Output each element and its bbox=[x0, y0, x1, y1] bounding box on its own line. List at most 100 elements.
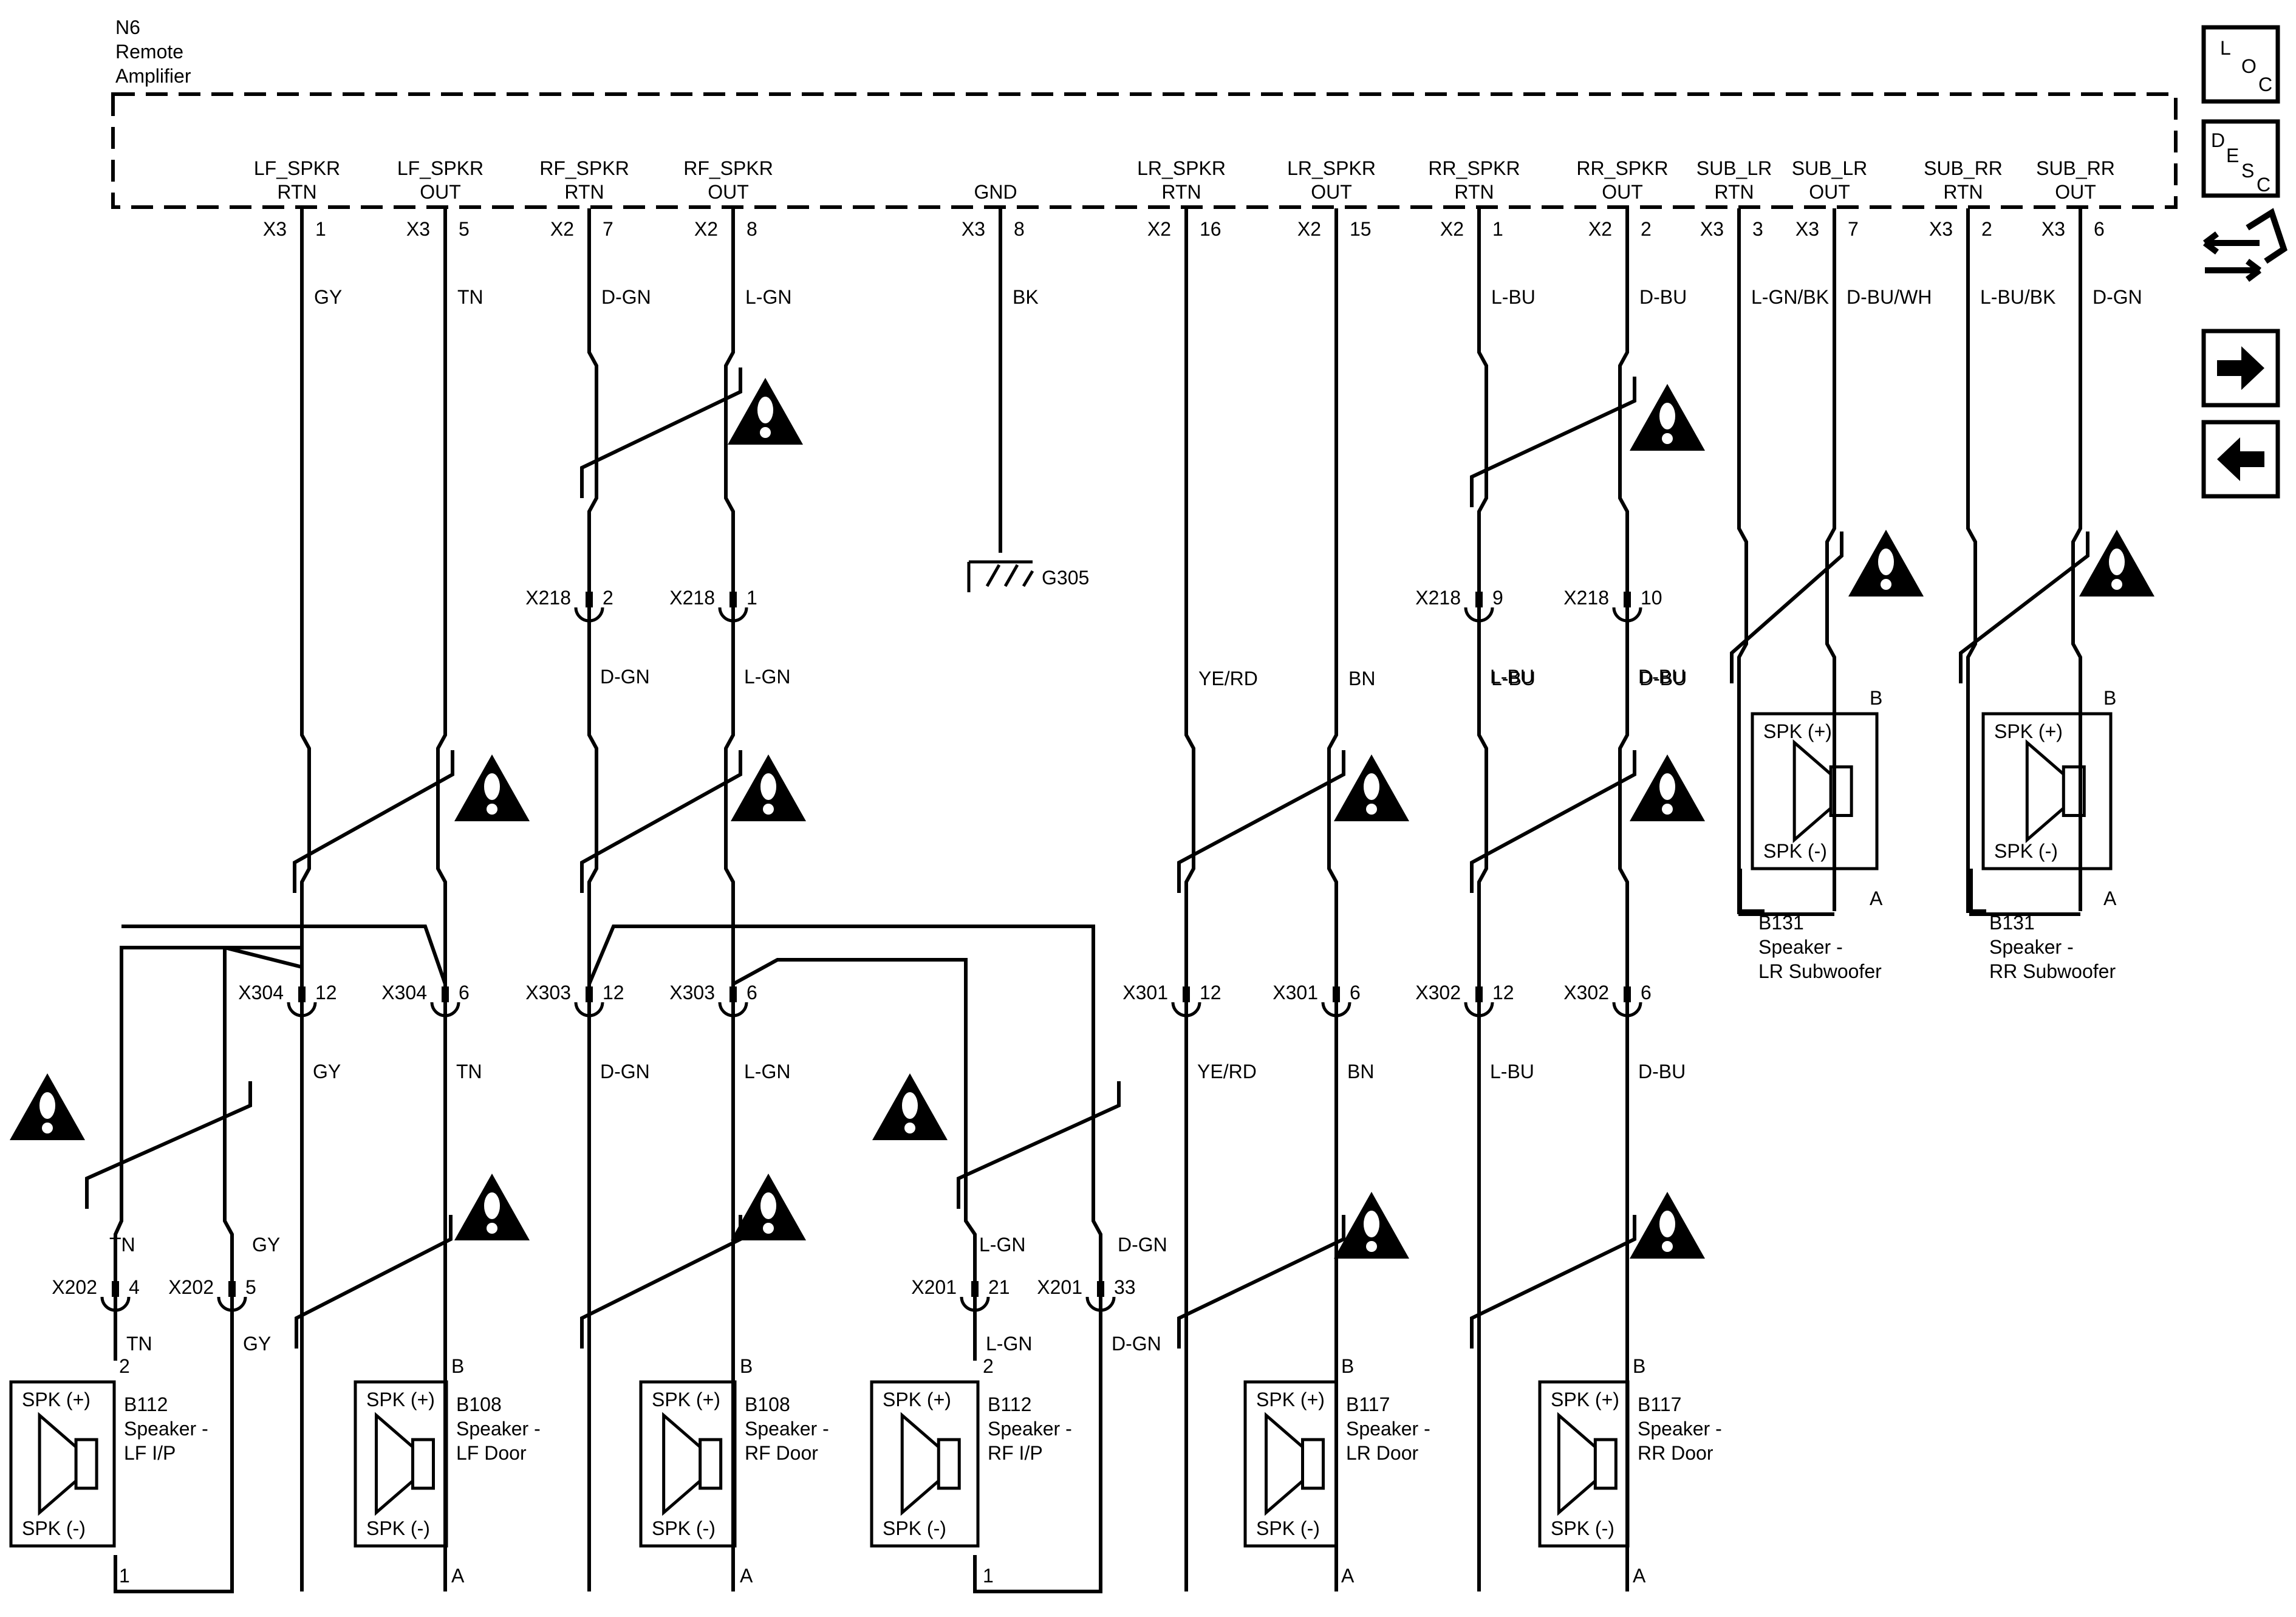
speaker-plus-label-7: SPK (+) bbox=[1994, 720, 2063, 742]
speaker-desc1-6: Speaker - bbox=[1758, 936, 1843, 958]
loc-letter-l: L bbox=[2220, 37, 2231, 59]
connector-pin-number-10: 12 bbox=[1492, 982, 1514, 1003]
wire-color-top-8: D-BU bbox=[1639, 286, 1687, 308]
speaker-id-1: B108 bbox=[456, 1393, 502, 1415]
speaker-desc2-2: RF Door bbox=[745, 1442, 818, 1464]
pin-function-sub-3: OUT bbox=[708, 181, 749, 203]
arrow-left-icon bbox=[2217, 437, 2264, 481]
speaker-box-2 bbox=[639, 1380, 737, 1548]
pin-connector-5: X2 bbox=[1147, 218, 1171, 240]
speaker-plus-label-0: SPK (+) bbox=[22, 1389, 91, 1410]
speaker-box-1 bbox=[354, 1380, 448, 1548]
connector-pin-14 bbox=[971, 1281, 979, 1297]
speaker-icon bbox=[38, 1412, 98, 1516]
speaker-bot-pin-7: A bbox=[2103, 887, 2117, 909]
speaker-desc1-3: Speaker - bbox=[988, 1418, 1072, 1440]
pin-number-2: 7 bbox=[603, 218, 613, 240]
speaker-desc2-4: LR Door bbox=[1346, 1442, 1419, 1464]
connector-socket-4 bbox=[287, 1002, 317, 1017]
connector-socket-5 bbox=[430, 1002, 460, 1017]
twisted-pair-marker-1 bbox=[1470, 377, 1636, 507]
connector-pin-number-14: 21 bbox=[988, 1276, 1010, 1298]
pin-function-8: RR_SPKR bbox=[1576, 157, 1668, 179]
connector-socket-2 bbox=[1464, 607, 1494, 623]
desc-letter-d: D bbox=[2211, 129, 2225, 151]
connector-socket-8 bbox=[1171, 1002, 1201, 1017]
connector-wire-below-8: YE/RD bbox=[1197, 1061, 1257, 1082]
speaker-desc1-5: Speaker - bbox=[1638, 1418, 1722, 1440]
pin-function-12: SUB_RR bbox=[2036, 157, 2115, 179]
speaker-desc1-4: Speaker - bbox=[1346, 1418, 1430, 1440]
speaker-icon bbox=[1557, 1412, 1618, 1516]
connector-pin-number-8: 12 bbox=[1200, 982, 1221, 1003]
connector-id-4: X304 bbox=[238, 982, 284, 1003]
previous-button[interactable] bbox=[2201, 420, 2280, 499]
connector-pin-8 bbox=[1183, 986, 1190, 1002]
speaker-minus-label-0: SPK (-) bbox=[22, 1517, 86, 1539]
wire-lower-label-1: GY bbox=[252, 1234, 280, 1256]
connector-socket-7 bbox=[718, 1002, 748, 1017]
caution-icon bbox=[1630, 384, 1705, 451]
pin-connector-4: X3 bbox=[962, 218, 985, 240]
speaker-desc1-0: Speaker - bbox=[124, 1418, 208, 1440]
speaker-id-6: B131 bbox=[1758, 912, 1804, 934]
wire-rf-out bbox=[724, 242, 735, 1591]
connector-wire-below-14: L-GN bbox=[986, 1333, 1032, 1355]
caution-icon bbox=[731, 1174, 806, 1240]
pin-number-10: 7 bbox=[1848, 218, 1859, 240]
speaker-minus-label-6: SPK (-) bbox=[1763, 840, 1827, 862]
pin-connector-12: X3 bbox=[2041, 218, 2065, 240]
speaker-id-0: B112 bbox=[124, 1393, 168, 1415]
wire-dgn-to-rfip bbox=[587, 925, 1102, 1593]
pin-function-6: LR_SPKR bbox=[1287, 157, 1376, 179]
connector-id-8: X301 bbox=[1122, 982, 1168, 1003]
wire-color-top-12: D-GN bbox=[2093, 286, 2142, 308]
wires bbox=[114, 242, 2082, 1593]
connector-id-2: X218 bbox=[1415, 587, 1461, 609]
speaker-top-pin-7: B bbox=[2103, 687, 2116, 709]
speaker-minus-label-5: SPK (-) bbox=[1551, 1517, 1614, 1539]
pin-function-10: SUB_LR bbox=[1792, 157, 1868, 179]
pin-function-2: RF_SPKR bbox=[539, 157, 629, 179]
connector-pin-number-12: 4 bbox=[129, 1276, 140, 1298]
connector-pin-4 bbox=[298, 986, 306, 1002]
connector-info-icon bbox=[2203, 208, 2287, 282]
speaker-minus-label-2: SPK (-) bbox=[652, 1517, 716, 1539]
speaker-box-6 bbox=[1751, 712, 1879, 870]
connector-socket-14 bbox=[960, 1296, 990, 1312]
speaker-icon bbox=[1792, 739, 1853, 843]
next-button[interactable] bbox=[2201, 329, 2280, 408]
loc-button[interactable]: LOC bbox=[2201, 25, 2280, 104]
wire-sub-stubs bbox=[1737, 869, 1836, 914]
loc-letter-c: C bbox=[2258, 74, 2272, 95]
wire-rr-out bbox=[1618, 242, 1629, 1591]
wire-sublr-out bbox=[1825, 242, 1836, 911]
connector-socket-10 bbox=[1464, 1002, 1494, 1017]
speaker-desc2-6: LR Subwoofer bbox=[1758, 960, 1882, 982]
connector-id-12: X202 bbox=[52, 1276, 97, 1298]
speaker-minus-label-4: SPK (-) bbox=[1256, 1517, 1320, 1539]
connector-id-10: X302 bbox=[1415, 982, 1461, 1003]
wire-color-top-9: L-GN/BK bbox=[1751, 286, 1829, 308]
caution-icon bbox=[454, 1174, 530, 1240]
pin-connector-8: X2 bbox=[1588, 218, 1612, 240]
pin-number-6: 15 bbox=[1350, 218, 1372, 240]
speaker-box-3 bbox=[870, 1380, 980, 1548]
speaker-bot-pin-3: 1 bbox=[983, 1565, 994, 1587]
connector-wire-below-0: D-GN bbox=[600, 666, 650, 688]
twisted-pair-marker-12 bbox=[1177, 1215, 1345, 1349]
speaker-icon bbox=[2025, 739, 2086, 843]
caution-icon bbox=[1630, 1192, 1705, 1259]
pin-function-sub-11: RTN bbox=[1943, 181, 1983, 203]
connector-pin-number-1: 1 bbox=[747, 587, 757, 609]
pin-function-1: LF_SPKR bbox=[397, 157, 483, 179]
speaker-top-pin-0: 2 bbox=[119, 1355, 130, 1377]
connector-socket-3 bbox=[1612, 607, 1642, 623]
twisted-pair-marker-10 bbox=[295, 1215, 453, 1349]
connector-info-button[interactable] bbox=[2203, 208, 2287, 282]
connector-wire-below-10: L-BU bbox=[1490, 1061, 1534, 1082]
speaker-bot-pin-1: A bbox=[451, 1565, 465, 1587]
